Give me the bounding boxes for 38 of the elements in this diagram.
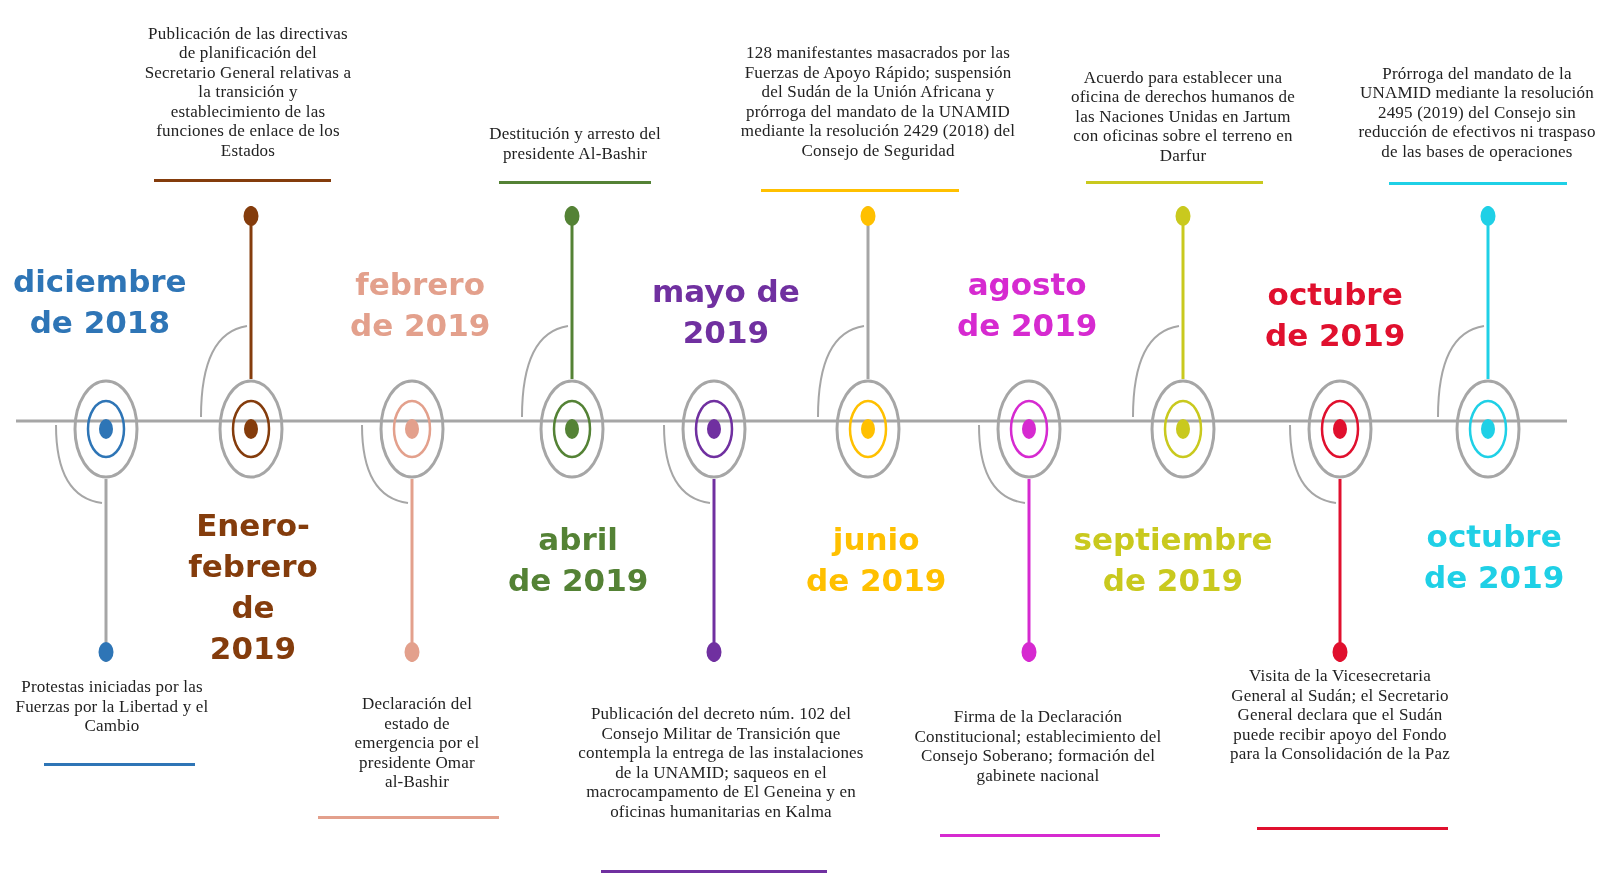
- target-marker: [379, 379, 445, 479]
- event-text: 128 manifestantes masacrados por las Fuerzas de Apoyo Rápido; suspensión del Sudán de la Unión Africana y prórroga del mandato de la UNAMID mediante la resolución 2429 (2018) del Consejo de Seguridad: [734, 43, 1022, 206]
- date-label: febrero de 2019: [350, 265, 491, 345]
- date-label: agosto de 2019: [957, 265, 1098, 345]
- target-marker: [1455, 379, 1521, 479]
- date-label: octubre de 2019: [1265, 275, 1406, 355]
- date-label: abril de 2019: [508, 520, 649, 600]
- date-label: junio de 2019: [806, 520, 947, 600]
- target-marker: [835, 379, 901, 479]
- pin-line: [1480, 206, 1496, 379]
- date-label: mayo de 2019: [652, 272, 800, 352]
- target-marker: [218, 379, 284, 479]
- event-text: Acuerdo para establecer una oficina de derechos humanos de las Naciones Unidas en Jartum con oficinas sobre el terreno en Darfur: [1063, 67, 1303, 206]
- pin-line: [1332, 479, 1348, 662]
- event-text: Prórroga del mandato de la UNAMID mediante la resolución 2495 (2019) del Consejo sin reducción de efectivos ni traspaso de las bases de operaciones: [1358, 63, 1596, 206]
- target-marker: [539, 379, 605, 479]
- event-text: Declaración del estado de emergencia por el presidente Omar al-Bashir: [349, 662, 485, 792]
- target-marker: [73, 379, 139, 479]
- event-text: Visita de la Vicesecretaria General al Sudán; el Secretario General declara que el Sudán puede recibir apoyo del Fondo para la Consolidación de la Paz: [1227, 662, 1453, 764]
- pin-line: [1021, 479, 1037, 662]
- event-text: Destitución y arresto del presidente Al-Bashir: [482, 124, 668, 206]
- pin-line: [706, 479, 722, 662]
- target-marker: [681, 379, 747, 479]
- pin-line: [1175, 206, 1191, 379]
- pin-line: [243, 206, 259, 379]
- event-text: Publicación del decreto núm. 102 del Consejo Militar de Transición que contempla la entrega de las instalaciones de la UNAMID; saqueos en el macrocampamento de El Geneina y en oficinas humanitarias en Kalma: [573, 662, 869, 821]
- date-label: diciembre de 2018: [13, 262, 187, 342]
- target-marker: [1307, 379, 1373, 479]
- pin-line: [564, 206, 580, 379]
- event-text: Firma de la Declaración Constitucional; establecimiento del Consejo Soberano; formación del gabinete nacional: [914, 662, 1162, 785]
- date-label: octubre de 2019: [1424, 517, 1565, 597]
- pin-line: [860, 206, 876, 379]
- target-marker: [1150, 379, 1216, 479]
- pin-line: [98, 479, 114, 662]
- event-text: Publicación de las directivas de planificación del Secretario General relativas a la transición y establecimiento de las funciones de enlace de los Estados: [142, 23, 354, 206]
- pin-line: [404, 479, 420, 662]
- target-marker: [996, 379, 1062, 479]
- date-label: septiembre de 2019: [1073, 520, 1273, 600]
